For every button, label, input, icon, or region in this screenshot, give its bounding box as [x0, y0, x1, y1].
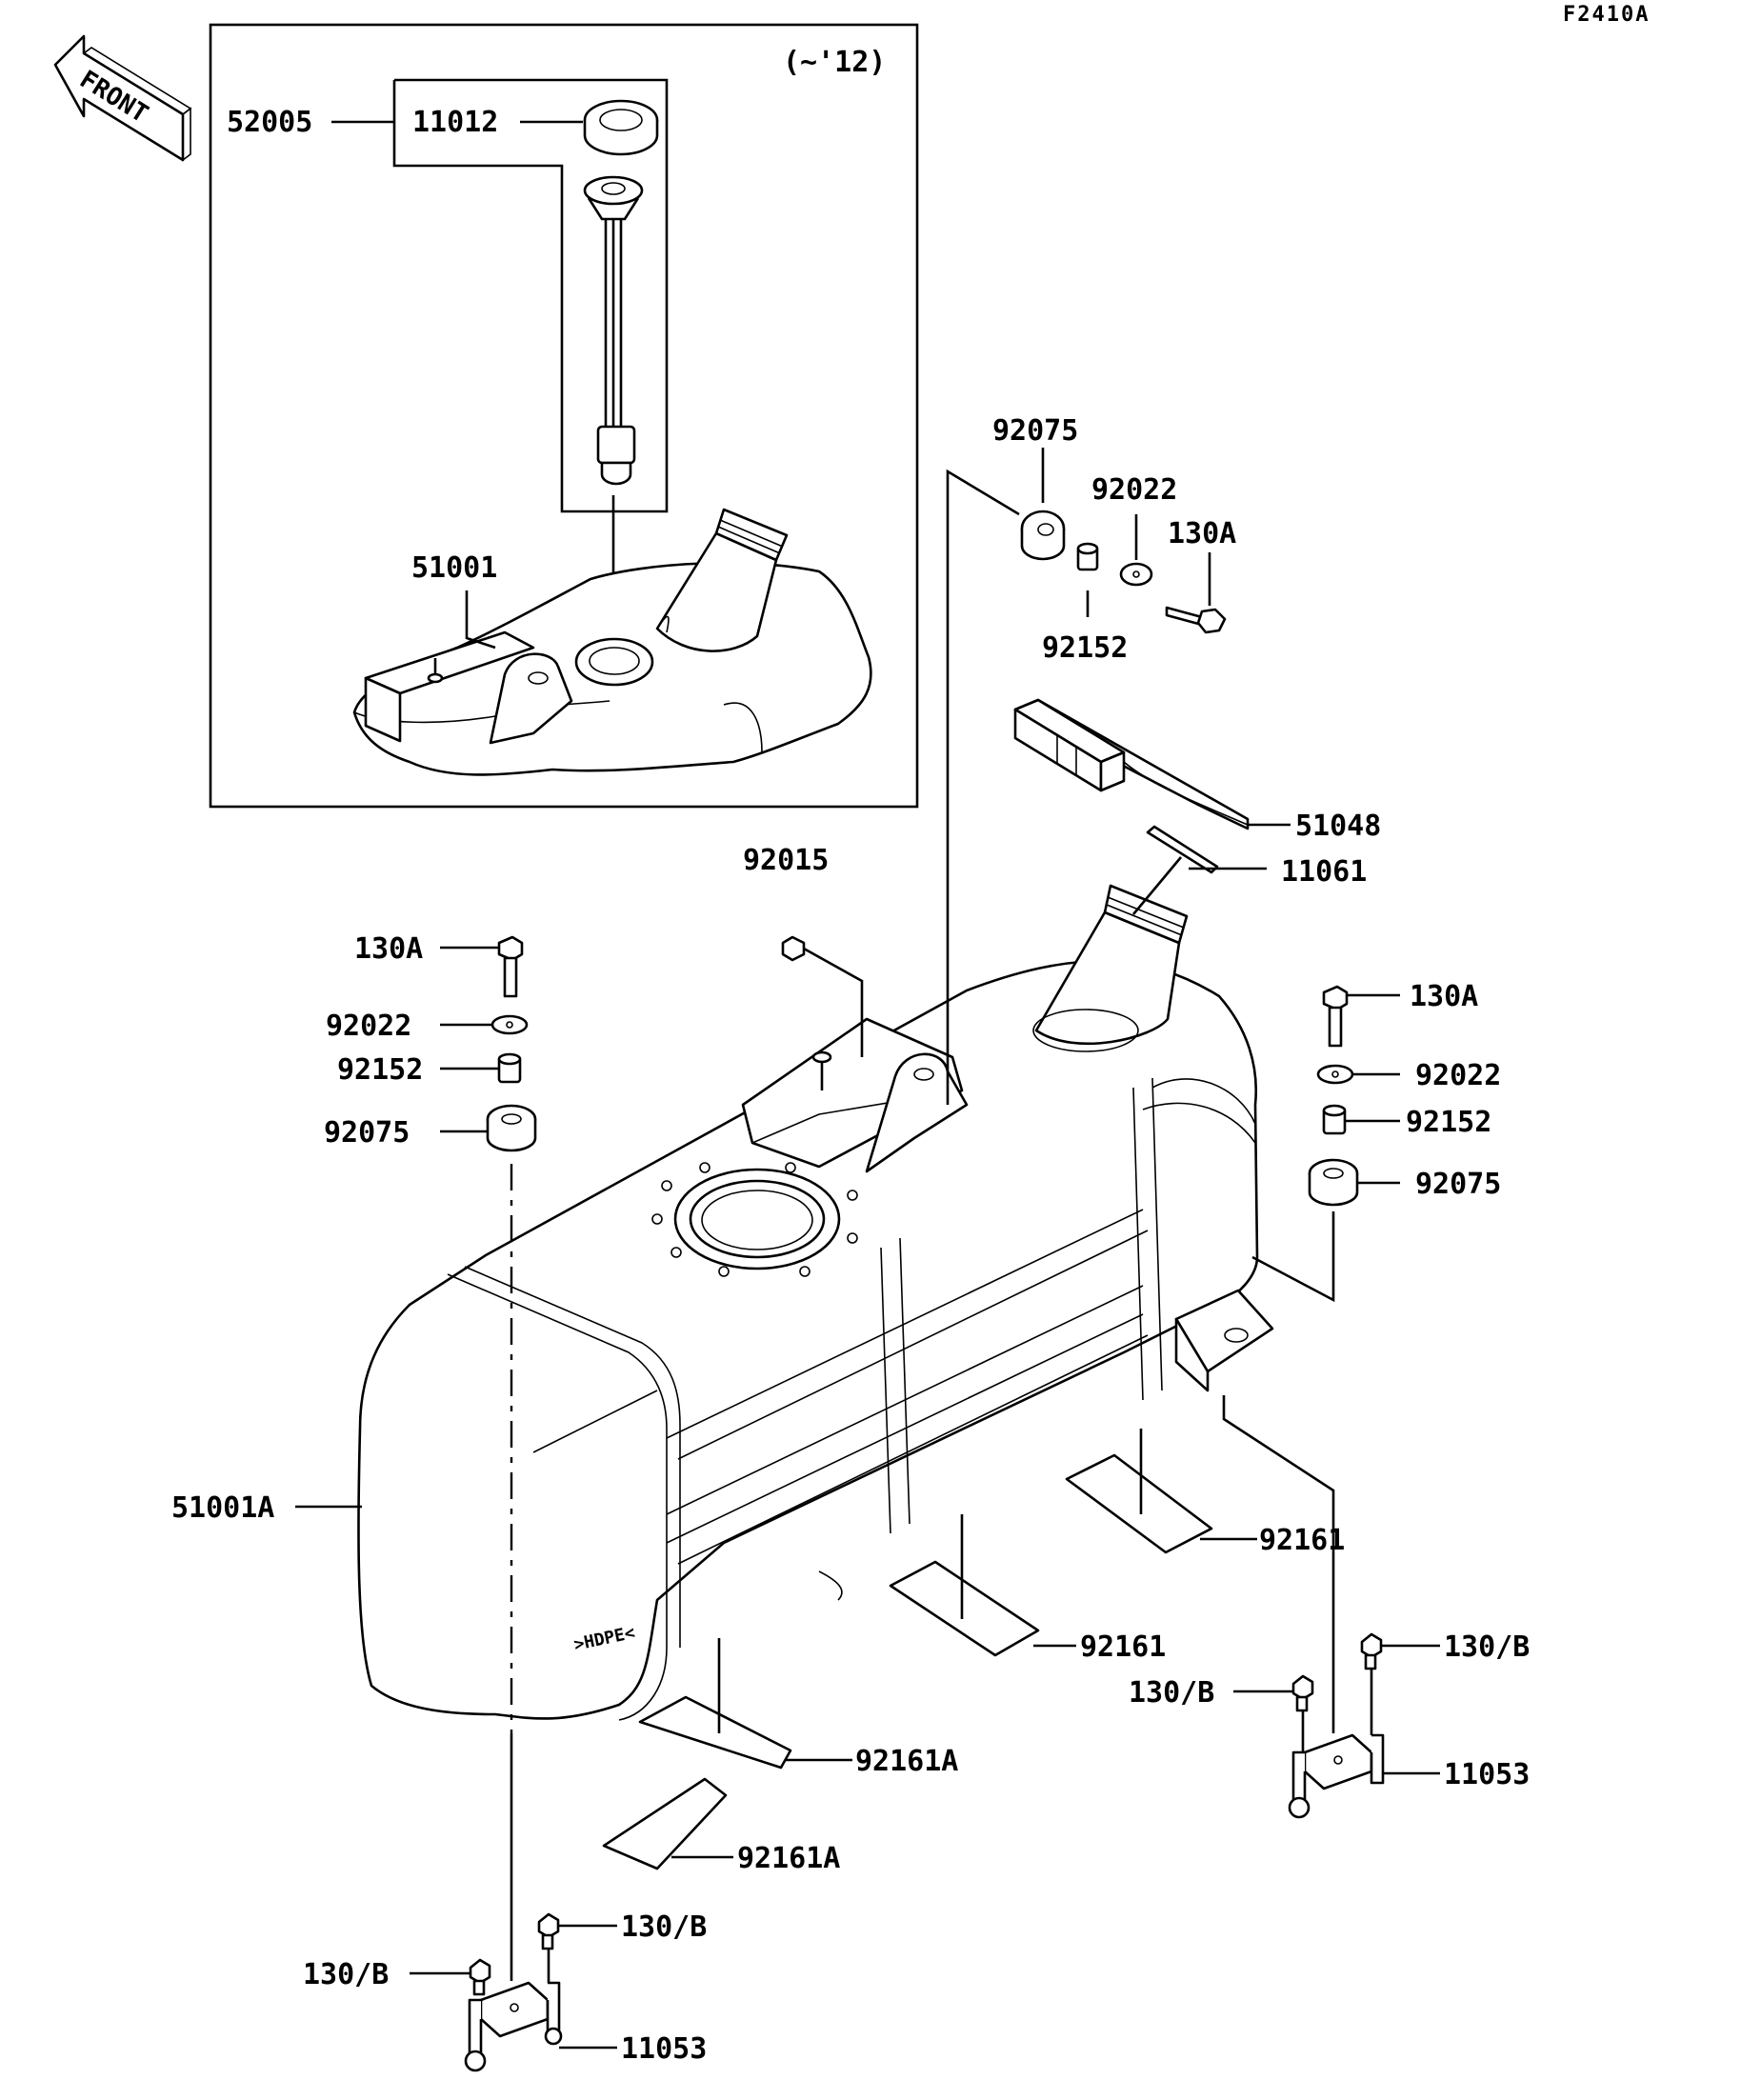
- bracket-11053-left: [464, 1981, 563, 2072]
- fuel-gauge-sender: [583, 175, 644, 486]
- bracket-11053-right: [1288, 1733, 1385, 1819]
- diagram-code: F2410A: [1563, 3, 1650, 27]
- collar-92152-right: [1322, 1104, 1347, 1135]
- label-11061: 11061: [1281, 855, 1367, 889]
- collar-92152-top: [1076, 542, 1099, 571]
- label-92075-top: 92075: [992, 414, 1078, 448]
- inset-note: (~'12): [783, 46, 886, 79]
- bolt-130B-right-1: [1360, 1632, 1383, 1670]
- label-52005: 52005: [227, 106, 312, 139]
- strip-11061: [1146, 825, 1219, 874]
- plate-51048: [1013, 698, 1250, 830]
- label-92152-top: 92152: [1042, 631, 1128, 665]
- label-92152-right: 92152: [1406, 1106, 1491, 1139]
- label-92022-right: 92022: [1415, 1059, 1501, 1092]
- label-92022-left: 92022: [326, 1010, 411, 1043]
- nut-92015: [781, 935, 806, 962]
- collar-92152-left: [497, 1052, 522, 1084]
- label-130A-top: 130A: [1168, 517, 1236, 550]
- label-92161A-lower: 92161A: [737, 1842, 840, 1875]
- label-51001A: 51001A: [171, 1491, 274, 1525]
- gasket-11012: [583, 99, 659, 156]
- label-130A-right: 130A: [1410, 980, 1478, 1013]
- label-92161-lower: 92161: [1080, 1630, 1166, 1664]
- label-11053-right: 11053: [1444, 1758, 1530, 1791]
- fuel-tank-51001A: >HDPE<: [357, 884, 1274, 1721]
- label-92075-left: 92075: [324, 1116, 410, 1150]
- label-92152-left: 92152: [337, 1053, 423, 1087]
- washer-92022-top: [1119, 562, 1153, 587]
- rubber-mount-92075-right: [1308, 1158, 1359, 1207]
- inset-box: (~'12): [209, 23, 919, 809]
- leader-lines: [295, 120, 1440, 2050]
- label-130B-right-1: 130/B: [1444, 1630, 1530, 1664]
- bolt-130A-right: [1322, 985, 1349, 1048]
- label-92161-upper: 92161: [1259, 1524, 1345, 1557]
- bolt-130B-right-2: [1291, 1674, 1314, 1712]
- label-11012: 11012: [412, 106, 498, 139]
- label-51048: 51048: [1295, 810, 1381, 843]
- label-51001: 51001: [411, 551, 497, 585]
- bolt-130B-left-2: [469, 1958, 491, 1996]
- label-130A-left: 130A: [354, 932, 423, 966]
- label-92075-right: 92075: [1415, 1168, 1501, 1201]
- pad-92161-upper: [1065, 1453, 1213, 1554]
- label-130B-right-2: 130/B: [1129, 1676, 1214, 1710]
- washer-92022-left: [490, 1014, 529, 1035]
- bolt-130A-left: [497, 935, 524, 998]
- label-130B-left-2: 130/B: [303, 1958, 389, 1991]
- pad-92161A-upper: [638, 1695, 792, 1770]
- washer-92022-right: [1316, 1064, 1354, 1085]
- label-92022-top: 92022: [1091, 473, 1177, 507]
- pad-92161-lower: [889, 1560, 1040, 1657]
- front-arrow-icon: FRONT: [53, 34, 192, 162]
- rubber-mount-92075-left: [486, 1104, 537, 1152]
- label-92161A-upper: 92161A: [855, 1745, 958, 1778]
- bolt-130B-left-1: [537, 1912, 560, 1950]
- label-11053-left: 11053: [621, 2032, 707, 2066]
- bolt-130A-top: [1165, 606, 1227, 634]
- label-92015: 92015: [743, 844, 829, 877]
- pad-92161A-lower: [602, 1777, 728, 1870]
- rubber-mount-92075-top: [1020, 510, 1066, 561]
- label-130B-left-1: 130/B: [621, 1910, 707, 1944]
